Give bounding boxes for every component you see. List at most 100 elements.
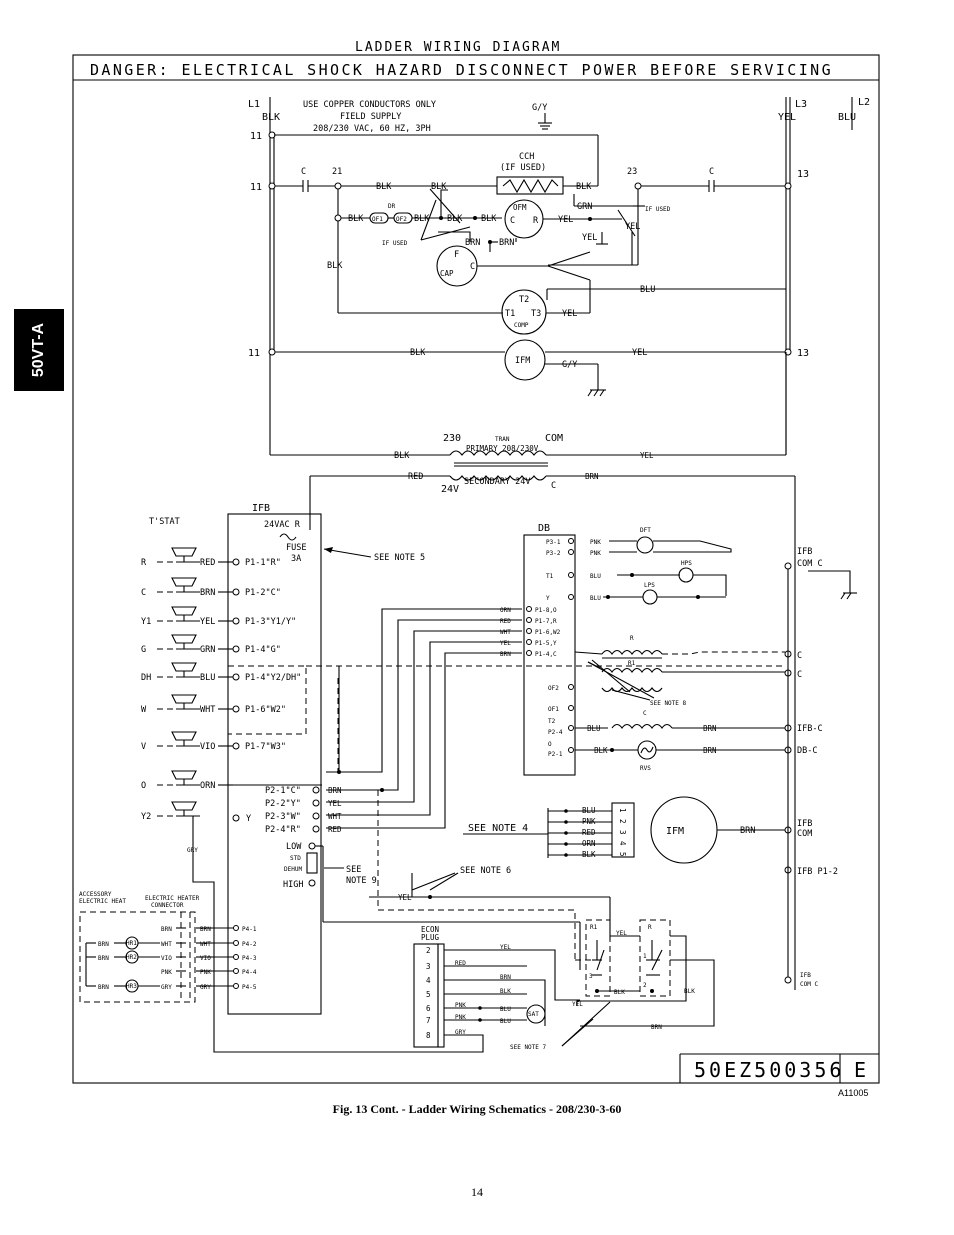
- svg-text:BRN: BRN: [703, 724, 717, 733]
- ifb-p2-wire: RED: [328, 825, 342, 834]
- svg-text:SEE NOTE 8: SEE NOTE 8: [650, 700, 687, 707]
- svg-text:ACCESSORY: ACCESSORY: [79, 891, 112, 898]
- cch-label: CCH: [519, 152, 534, 162]
- svg-text:2: 2: [643, 982, 647, 989]
- supply-note-2: FIELD SUPPLY: [340, 112, 401, 122]
- terminal-11-c: 11: [248, 348, 260, 359]
- coil-r1: [601, 667, 663, 673]
- tstat-terminal-label: W: [141, 705, 147, 715]
- cch-note: (IF USED): [500, 163, 546, 173]
- svg-text:C: C: [797, 651, 802, 661]
- svg-text:HPS: HPS: [681, 560, 692, 567]
- ifb-p4-label: P4-4: [242, 969, 257, 976]
- tran-secondary: SECONDARY 24V: [464, 477, 531, 487]
- tstat-wire-label: BRN: [200, 588, 215, 598]
- accessory-heater-dashed: [79, 911, 196, 1003]
- svg-text:SEE NOTE 7: SEE NOTE 7: [510, 1044, 547, 1051]
- ifb-fuse-amps: 3A: [291, 554, 301, 564]
- heater-wire-label: BRN: [200, 926, 211, 933]
- db-pin-label: Y: [546, 595, 550, 602]
- tstat-wire-label: BLU: [200, 673, 215, 683]
- db-pin-label: P3-2: [546, 550, 561, 557]
- db-p1-label: P1-5,Y: [535, 640, 557, 647]
- ifb-p4-label: P4-5: [242, 984, 257, 991]
- db-wire-label: BLU: [590, 573, 601, 580]
- ifm-motor-power: [504, 339, 546, 381]
- svg-text:BLK: BLK: [394, 451, 410, 461]
- ifb-p2-label: P2-4"R": [265, 825, 301, 835]
- svg-text:BLK: BLK: [414, 214, 430, 224]
- dr-label: DR: [388, 203, 396, 210]
- svg-text:GRN: GRN: [577, 202, 592, 212]
- svg-text:BLK: BLK: [327, 261, 343, 271]
- svg-text:IFB: IFB: [797, 547, 812, 557]
- svg-text:BLK: BLK: [447, 214, 463, 224]
- svg-text:C: C: [643, 710, 647, 717]
- tstat-terminal-label: G: [141, 645, 146, 655]
- econ-wire: PNK: [455, 1014, 466, 1021]
- svg-text:IFM: IFM: [515, 356, 530, 366]
- svg-text:COM: COM: [797, 829, 812, 839]
- econ-pin-label: 6: [426, 1004, 431, 1013]
- svg-text:IFM: IFM: [666, 826, 684, 837]
- svg-text:PLUG: PLUG: [421, 933, 440, 942]
- heater-wire-label: VIO: [161, 955, 172, 962]
- svg-text:YEL: YEL: [558, 215, 573, 225]
- svg-text:BRN: BRN: [651, 1024, 662, 1031]
- svg-text:T3: T3: [531, 309, 541, 319]
- db-p1-wire: ORN: [500, 607, 511, 614]
- dft-switch: [636, 536, 654, 554]
- svg-text:C: C: [470, 262, 475, 272]
- ifm-connector: [611, 802, 635, 858]
- econ-wire: GRY: [455, 1029, 466, 1036]
- ifb-board: [227, 513, 322, 1015]
- svg-text:R: R: [630, 635, 634, 642]
- ifb-note5: SEE NOTE 5: [374, 553, 425, 563]
- ifb-pins: P1-1"R"P1-2"C"P1-3"Y1/Y"P1-4"G"P1-4"Y2/D…: [218, 558, 322, 786]
- tstat-wire-label: VIO: [200, 742, 215, 752]
- svg-text:G/Y: G/Y: [562, 360, 577, 370]
- db-pin-label: O: [548, 741, 552, 748]
- ifb-24vac: 24VAC R: [264, 520, 301, 530]
- drawing-revision: E: [854, 1058, 866, 1082]
- svg-text:BRN: BRN: [499, 238, 514, 248]
- cch-heater: [496, 176, 564, 195]
- tran-com: COM: [545, 433, 563, 444]
- svg-text:R: R: [533, 216, 539, 226]
- ground-symbol: [538, 113, 552, 130]
- tstat-wire-label: GRN: [200, 645, 215, 655]
- figure-caption: Fig. 13 Cont. - Ladder Wiring Schematics…: [332, 1102, 622, 1116]
- tstat-wire-label: ORN: [200, 781, 215, 791]
- ifb-pin-label: P1-4"Y2/DH": [245, 673, 301, 683]
- svg-text:IFB: IFB: [797, 819, 812, 829]
- svg-text:YEL: YEL: [398, 893, 412, 902]
- svg-text:YEL: YEL: [562, 309, 577, 319]
- svg-text:IFB P1-2: IFB P1-2: [797, 867, 838, 877]
- ifb-p4-pins: P4-1P4-2P4-3P4-4P4-5: [212, 925, 257, 991]
- db-p1-wire: BRN: [500, 651, 511, 658]
- tstat-terminal-label: C: [141, 588, 146, 598]
- svg-text:BRN: BRN: [465, 238, 480, 248]
- econ-wire: PNK: [455, 1002, 466, 1009]
- db-pin-label: OF1: [548, 706, 559, 713]
- ifm-wire-label: ORN: [582, 839, 596, 848]
- econ-wire: BLU: [500, 1006, 511, 1013]
- ifb-pin-label: P1-6"W2": [245, 705, 286, 715]
- ifb-p2-label: P2-3"W": [265, 812, 301, 822]
- svg-text:C: C: [510, 216, 515, 226]
- l2-label: L2: [858, 97, 870, 108]
- ifb-label: IFB: [252, 503, 270, 514]
- db-label: DB: [538, 523, 550, 534]
- ifb-p2-wire: YEL: [328, 799, 342, 808]
- ifb-pin-label: P1-1"R": [245, 558, 281, 568]
- econ-pin-label: 4: [426, 976, 431, 985]
- svg-text:COM C: COM C: [797, 559, 823, 569]
- hps-switch: [678, 567, 694, 583]
- svg-text:BLK: BLK: [431, 182, 447, 192]
- ifb-dashed-zone: [227, 665, 307, 735]
- ifb-p4-label: P4-3: [242, 955, 257, 962]
- page-number: 14: [471, 1185, 483, 1199]
- svg-text:BLK: BLK: [614, 989, 625, 996]
- db-wire-label: PNK: [590, 550, 601, 557]
- heater-wire-label: BRN: [161, 926, 172, 933]
